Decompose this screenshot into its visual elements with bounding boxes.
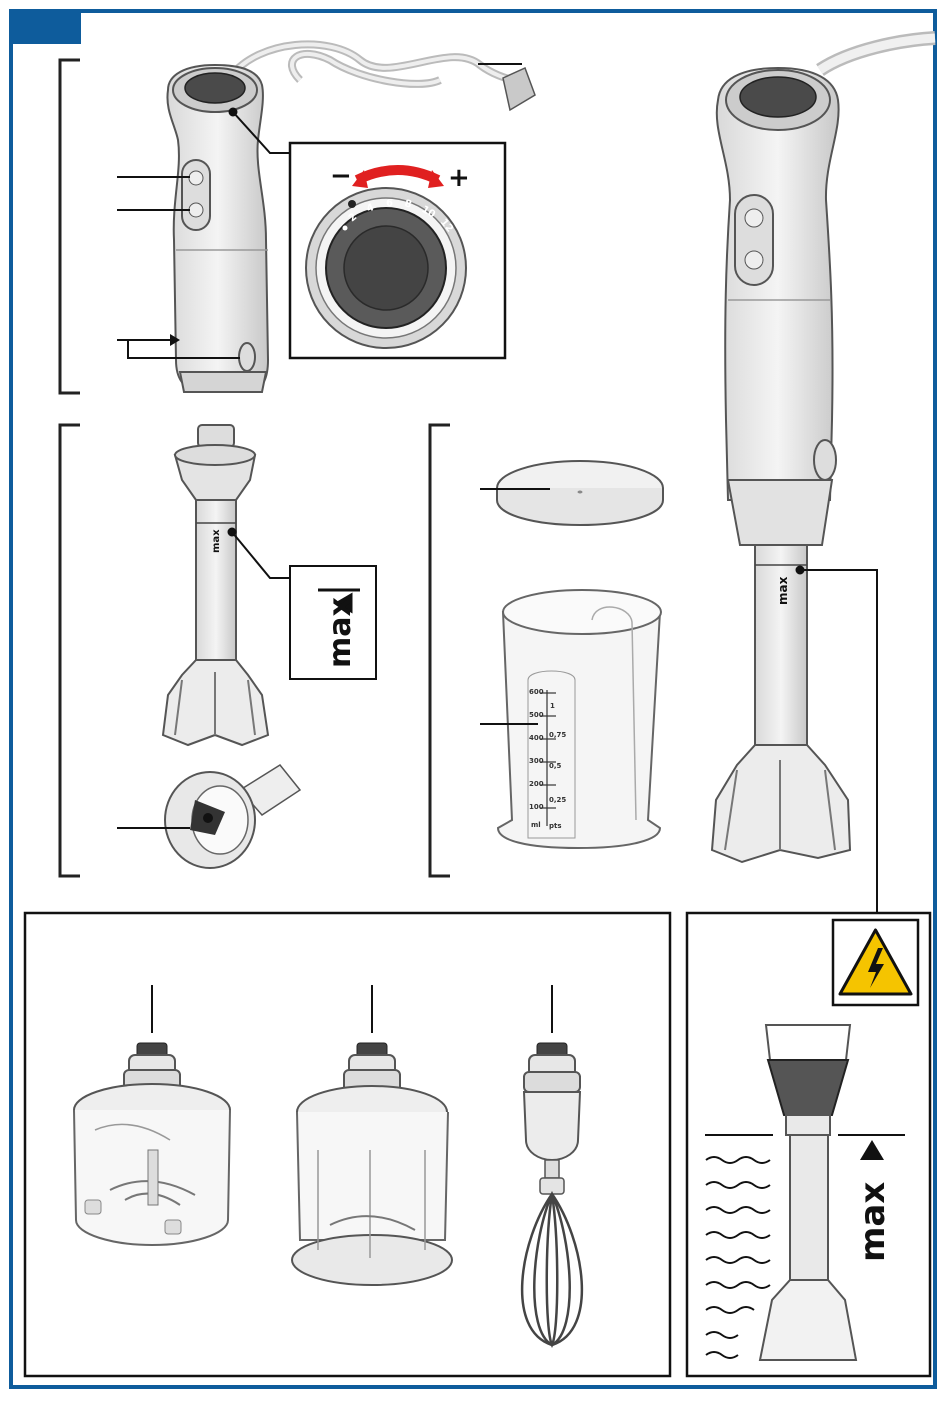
blade-unit	[165, 765, 300, 868]
speed-dial-inset	[290, 143, 505, 358]
bracket-shaft	[60, 425, 80, 876]
jug-ml-300: 300	[529, 757, 544, 765]
jug-ml-100: 100	[529, 803, 544, 811]
dial-minus-label: −	[330, 161, 352, 191]
jug-ml-400: 400	[529, 734, 544, 742]
blending-shaft	[163, 425, 268, 745]
shaft-max-label: max	[211, 529, 222, 553]
jug-lid	[497, 461, 663, 525]
measuring-jug	[498, 590, 661, 848]
warning-max-label: max	[853, 1182, 893, 1262]
jug-pts-075: 0,75	[549, 731, 566, 739]
jug-pts-1: 1	[550, 702, 555, 710]
dial-plus-label: +	[448, 163, 470, 193]
jug-ml-500: 500	[529, 711, 544, 719]
warning-icon	[833, 920, 918, 1005]
bracket-handle	[60, 60, 80, 393]
blender-callout	[797, 567, 878, 913]
dial-speed-6: 6	[386, 198, 393, 209]
blender-max-label: max	[776, 576, 790, 605]
jug-ml-unit: ml	[531, 821, 541, 829]
jug-pts-unit: pts	[549, 822, 562, 830]
bracket-jug	[430, 425, 450, 876]
inset-max-label: max	[323, 597, 358, 668]
jug-pts-025: 0,25	[549, 796, 566, 804]
jug-pts-05: 0,5	[549, 762, 562, 770]
jug-ml-200: 200	[529, 780, 544, 788]
jug-ml-600: 600	[529, 688, 544, 696]
assembled-blender	[712, 38, 935, 862]
